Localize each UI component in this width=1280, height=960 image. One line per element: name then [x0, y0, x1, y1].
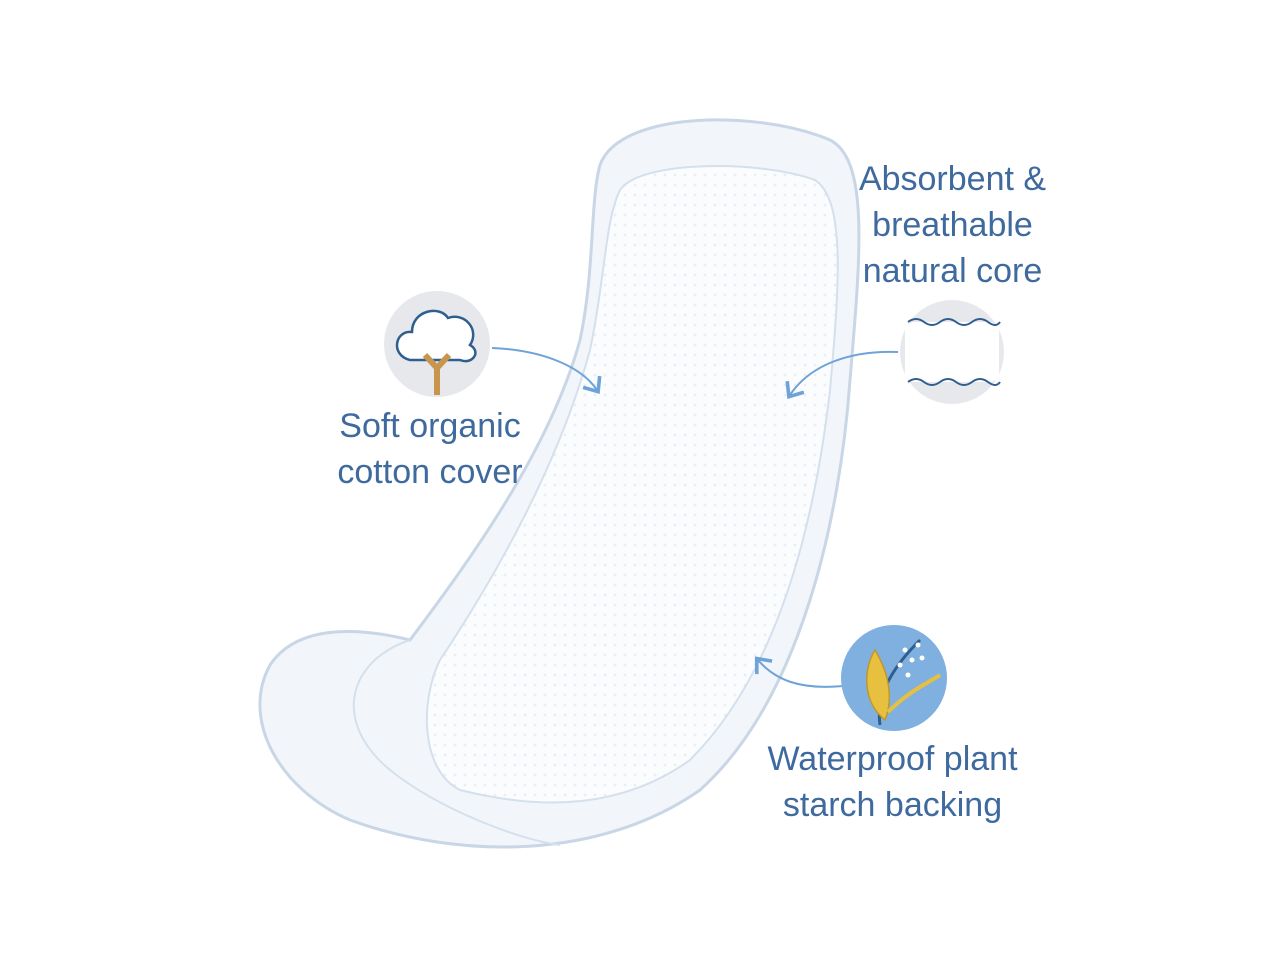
- plant-icon: [841, 625, 947, 731]
- label-line: breathable: [872, 206, 1033, 244]
- fiber-icon: [900, 300, 1004, 404]
- cotton-icon: [384, 291, 490, 397]
- label-line: Soft organic: [339, 407, 521, 445]
- label-line: starch backing: [782, 786, 1003, 824]
- label-line: Waterproof plant: [767, 740, 1018, 778]
- pad-shape: [258, 118, 861, 849]
- label-line: Absorbent &: [858, 160, 1047, 198]
- arrow-backing: [754, 656, 844, 688]
- label-natural-core: Absorbent & breathable natural core: [840, 156, 1065, 294]
- label-plant-backing: Waterproof plant starch backing: [740, 736, 1045, 828]
- arrow-cover: [491, 347, 602, 394]
- label-line: cotton cover: [337, 453, 523, 491]
- arrow-core: [785, 350, 899, 400]
- label-cotton-cover: Soft organic cotton cover: [320, 403, 540, 495]
- label-line: natural core: [862, 252, 1043, 290]
